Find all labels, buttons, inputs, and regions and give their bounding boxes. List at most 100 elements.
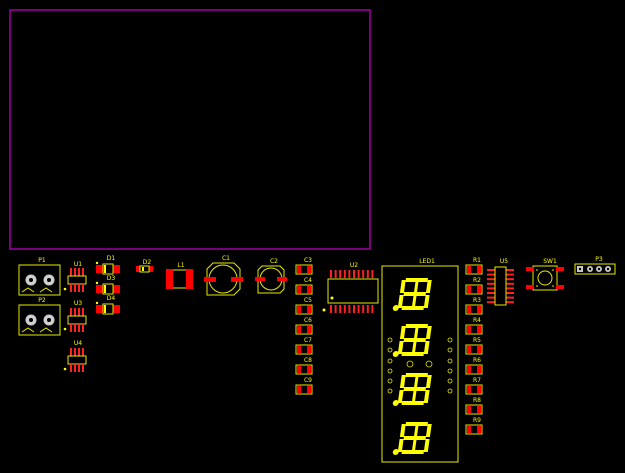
ref-d1: D1 — [107, 255, 116, 262]
u2-pin — [343, 305, 346, 313]
ref-u3: U3 — [74, 300, 82, 307]
seven-seg-digit — [392, 278, 432, 311]
u2-pin — [334, 270, 337, 278]
u5-pin — [487, 269, 495, 271]
seven-seg-digit — [392, 422, 432, 455]
inductor-l1[interactable]: L1 — [166, 262, 193, 289]
u5-pin — [506, 287, 514, 290]
diode-d1[interactable]: D1 — [95, 255, 120, 275]
resistor-r5[interactable] — [465, 344, 483, 355]
board-outline[interactable] — [9, 9, 371, 250]
led-pin-hole — [387, 337, 393, 343]
resistor-r4[interactable] — [465, 324, 483, 335]
diode-d2[interactable]: D2 — [136, 259, 153, 273]
resistor-r2[interactable] — [465, 284, 483, 295]
u2-pin — [371, 270, 374, 278]
diode-d4[interactable]: D4 — [95, 295, 120, 315]
u2-pin — [362, 270, 365, 278]
led-pin-hole — [387, 388, 393, 394]
ref-c9: C9 — [304, 377, 312, 384]
led-pin-hole — [387, 358, 393, 364]
resistor-r6[interactable] — [465, 364, 483, 375]
ref-c4: C4 — [304, 277, 312, 284]
resistor-r7[interactable] — [465, 384, 483, 395]
ref-d4: D4 — [107, 295, 116, 302]
u2-pin — [348, 270, 351, 278]
u2-pin — [362, 305, 365, 313]
capacitor-c1[interactable]: C1 — [204, 255, 243, 296]
ref-p1: P1 — [38, 257, 46, 264]
resistor-r3[interactable] — [465, 304, 483, 315]
switch-sw1[interactable]: SW1 — [526, 258, 564, 291]
ic-u3[interactable]: U3 — [63, 300, 87, 332]
ref-r8: R8 — [473, 397, 481, 404]
ref-u2: U2 — [350, 262, 358, 269]
ref-p2: P2 — [38, 297, 46, 304]
led-pin-hole — [447, 358, 453, 364]
connector-p2[interactable]: P2 — [18, 297, 61, 336]
ic-u4[interactable]: U4 — [63, 340, 87, 372]
ref-l1: L1 — [177, 262, 184, 269]
ref-c5: C5 — [304, 297, 312, 304]
u2-pin — [339, 305, 342, 313]
led-pin-hole — [447, 388, 453, 394]
led-display-led1[interactable]: LED1 — [381, 258, 459, 463]
u5-pin — [506, 282, 514, 285]
led-pin-hole — [447, 368, 453, 374]
capacitor-c3[interactable]: C3 — [295, 257, 313, 275]
capacitor-c9[interactable]: C9 — [295, 377, 313, 395]
u2-pin — [357, 270, 360, 278]
ref-c8: C8 — [304, 357, 312, 364]
u5-pin — [487, 278, 495, 281]
ref-d3: D3 — [107, 275, 116, 282]
u2-pin — [371, 305, 374, 313]
capacitor-c7[interactable]: C7 — [295, 337, 313, 355]
led-pin-hole — [387, 347, 393, 353]
ref-led1: LED1 — [419, 258, 435, 265]
u2-pin — [348, 305, 351, 313]
led-pin-hole — [447, 378, 453, 384]
connector-p3[interactable]: P3 — [574, 256, 616, 275]
u2-pin — [330, 270, 332, 278]
ref-u5: U5 — [500, 258, 508, 265]
resistor-labels: R1 R2 R3 R4 R5 R6 R7 R8 R9 — [473, 257, 481, 424]
ref-c6: C6 — [304, 317, 312, 324]
capacitor-c2[interactable]: C2 — [255, 258, 287, 294]
ref-r1: R1 — [473, 257, 481, 264]
ic-u2[interactable]: U2 — [322, 262, 379, 313]
capacitor-c6[interactable]: C6 — [295, 317, 313, 335]
u5-pin — [487, 287, 495, 290]
capacitor-c5[interactable]: C5 — [295, 297, 313, 315]
capacitor-c4[interactable]: C4 — [295, 277, 313, 295]
u5-pin — [506, 292, 514, 294]
u2-pin — [334, 305, 337, 313]
resistor-r1[interactable] — [465, 264, 483, 275]
connector-p1[interactable]: P1 — [18, 257, 61, 296]
ref-r4: R4 — [473, 317, 481, 324]
ic-u1[interactable]: U1 — [63, 261, 87, 292]
seven-seg-digit — [392, 324, 432, 357]
ic-u5[interactable]: U5 — [487, 258, 514, 306]
ref-r2: R2 — [473, 277, 481, 284]
led-pin-hole — [447, 347, 453, 353]
resistor-r9[interactable] — [465, 424, 483, 435]
ref-u4: U4 — [74, 340, 82, 347]
resistor-r8[interactable] — [465, 404, 483, 415]
ref-p3: P3 — [595, 256, 603, 263]
diode-d3[interactable]: D3 — [95, 275, 120, 295]
capacitor-c8[interactable]: C8 — [295, 357, 313, 375]
u2-pin — [353, 305, 355, 313]
led-pin-hole — [447, 337, 453, 343]
u2-pin — [343, 270, 346, 278]
u5-pin — [506, 296, 514, 299]
u2-pin — [366, 270, 369, 278]
u5-pin — [487, 273, 495, 276]
ref-c3: C3 — [304, 257, 312, 264]
u2-pin — [330, 305, 332, 313]
u5-pin — [506, 301, 514, 304]
u2-pin — [366, 305, 369, 313]
u2-pin — [353, 270, 355, 278]
u5-pin — [487, 292, 495, 294]
led-colon-dot — [406, 360, 414, 368]
